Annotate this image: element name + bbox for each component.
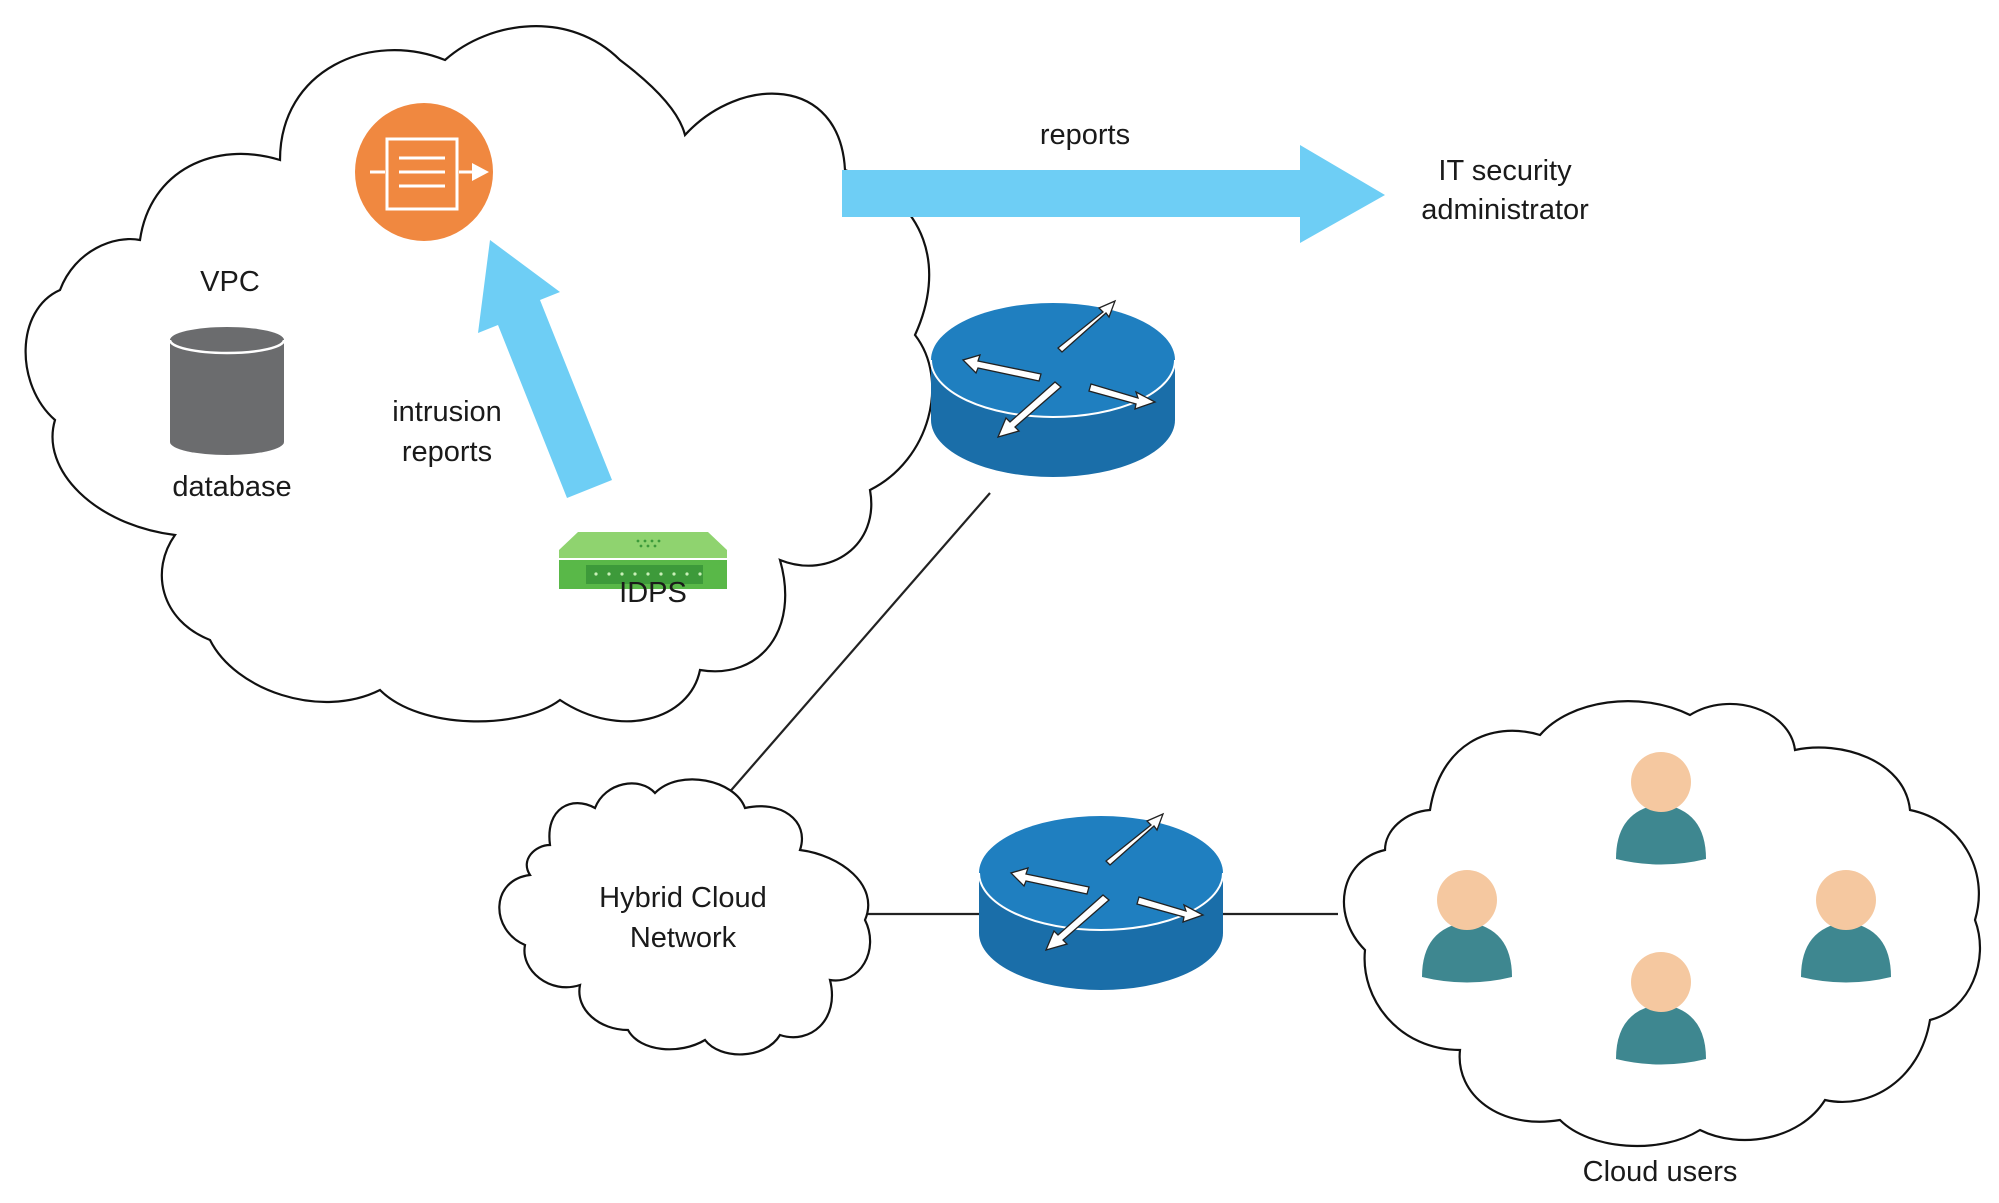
idps-label: IDPS (619, 577, 687, 609)
log-analyzer-icon (355, 103, 493, 241)
reports-label: reports (1039, 119, 1131, 151)
router-icon (978, 813, 1224, 991)
it-security-admin-line2: administrator (1421, 194, 1589, 226)
it-security-admin-line1: IT security (1438, 155, 1572, 187)
intrusion-reports-arrow (478, 240, 612, 498)
hybrid-cloud-label-line2: Network (629, 922, 737, 954)
database-label: database (172, 471, 292, 503)
intrusion-reports-label-line2: reports (401, 436, 493, 468)
vpc-label: VPC (200, 266, 260, 298)
reports-arrow (842, 145, 1385, 243)
idps-appliance-icon (559, 532, 727, 589)
cloud-users-label: Cloud users (1582, 1156, 1738, 1188)
users-cloud (1342, 700, 1982, 1148)
link-router-hybrid (726, 492, 991, 796)
router-icon (930, 300, 1176, 478)
hybrid-cloud-label-line1: Hybrid Cloud (599, 882, 767, 914)
intrusion-reports-label-line1: intrusion (392, 396, 502, 428)
database-icon (168, 327, 286, 455)
hybrid-cloud (498, 778, 872, 1056)
